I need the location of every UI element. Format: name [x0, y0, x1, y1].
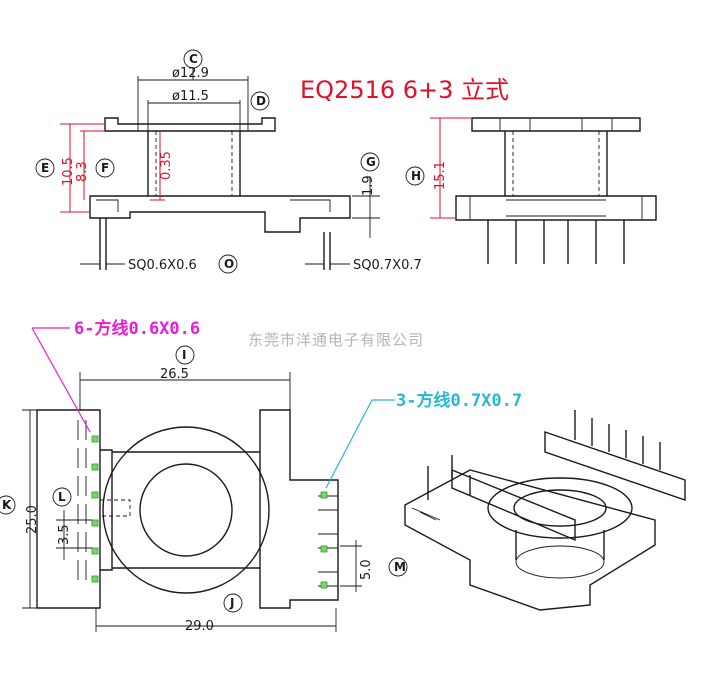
pin-right-value: SQ0.7X0.7 — [353, 258, 422, 273]
dim-g-value: 1.9 — [361, 175, 376, 196]
left-slots — [77, 420, 87, 580]
bubble-o-label: O — [224, 257, 234, 271]
iso-base — [404, 469, 656, 611]
dim-m-line — [340, 540, 362, 592]
dim-g-line — [352, 176, 380, 238]
front-view: ø12.9 ø11.5 C D 10.5 8.3 0.35 E F 1.9 G … — [35, 49, 422, 274]
bubble-f-label: F — [101, 161, 109, 175]
bubble-g — [360, 152, 380, 172]
side-pins — [487, 220, 625, 264]
bubble-m-label: M — [394, 560, 406, 574]
part-title: EQ2516 6+3 立式 — [300, 76, 509, 104]
dim-c-ext — [137, 76, 249, 131]
bubble-e — [35, 158, 55, 178]
isometric-view — [404, 410, 686, 611]
bubble-j — [223, 593, 243, 613]
dim-d-ext — [147, 100, 241, 131]
dim-l-value: 3.5 — [57, 524, 72, 545]
front-pin-left — [99, 218, 107, 270]
dim-i-value: 26.5 — [160, 367, 189, 382]
bubble-j-label: J — [229, 596, 234, 610]
front-pin-right — [323, 232, 331, 270]
bubble-c-label: C — [189, 52, 198, 66]
iso-pins-front — [427, 455, 471, 500]
iso-wall-back — [544, 431, 686, 501]
bubble-l-label: L — [58, 490, 66, 504]
pin-markers-6 — [91, 435, 99, 583]
dim-j-value: 29.0 — [185, 619, 214, 634]
dim-d-value: ø11.5 — [172, 89, 209, 104]
iso-wall-front — [451, 468, 576, 542]
side-top-flange — [471, 117, 641, 132]
front-core-hidden — [155, 131, 233, 196]
bottom-view: 26.5 I 29.0 J 25.0 K 3.5 L 5.0 M 6-方线0.6… — [0, 318, 522, 634]
bubble-f — [95, 158, 115, 178]
dim-j-line — [95, 608, 337, 632]
dim-h-value: 15.1 — [433, 161, 448, 190]
bubble-i — [175, 345, 195, 365]
leader-six-pin — [31, 327, 91, 433]
right-slots — [318, 495, 338, 587]
dim-l-line — [56, 510, 92, 560]
bubble-h-label: H — [411, 169, 421, 183]
pin-markers-3 — [320, 491, 328, 589]
bubble-d-label: D — [256, 94, 266, 108]
dim-i-line — [79, 372, 291, 410]
dim-h-red — [430, 117, 472, 219]
outer-bobbin-circle — [102, 426, 270, 594]
bubble-e-label: E — [41, 161, 49, 175]
bubble-i-label: I — [182, 348, 186, 362]
bubble-k — [0, 495, 16, 515]
front-base-details — [96, 199, 331, 212]
bubble-o — [218, 254, 238, 274]
note-three-pin: 3-方线0.7X0.7 — [396, 390, 522, 411]
dim-e-red — [60, 123, 105, 213]
iso-hole-ellipse — [513, 489, 607, 527]
side-view: 15.1 H — [405, 117, 657, 264]
leader-three-pin — [325, 399, 395, 489]
dim-k-value: 25.0 — [25, 505, 40, 534]
pin-left-value: SQ0.6X0.6 — [128, 258, 197, 273]
bubble-d — [250, 91, 270, 111]
bubble-m — [388, 557, 408, 577]
inner-bobbin-circle — [139, 463, 233, 557]
side-base — [455, 195, 657, 221]
note-six-pin: 6-方线0.6X0.6 — [74, 318, 200, 339]
dim-c-value: ø12.9 — [172, 66, 209, 81]
bottom-left-strip — [36, 409, 101, 609]
bubble-g-label: G — [366, 155, 376, 169]
bottom-right-strip — [259, 409, 339, 609]
bubble-h — [405, 166, 425, 186]
dim-inner-value: 0.35 — [159, 151, 174, 180]
dim-inner-red — [150, 131, 165, 201]
front-top-flange — [104, 117, 276, 132]
dim-f-value: 8.3 — [75, 161, 90, 182]
body-edges — [112, 451, 260, 569]
company-watermark: 东莞市洋通电子有限公司 — [248, 331, 424, 349]
dim-e-value: 10.5 — [61, 157, 76, 186]
dim-m-value: 5.0 — [359, 559, 374, 580]
side-core — [504, 131, 608, 196]
dim-f-red — [80, 130, 105, 200]
front-core-column — [147, 131, 241, 196]
iso-top-ellipse — [487, 477, 633, 539]
front-base-flange — [89, 195, 351, 233]
bubble-l — [52, 487, 72, 507]
bubble-k-label: K — [2, 498, 12, 512]
iso-pins-back — [574, 410, 661, 470]
dim-k-line — [22, 409, 37, 609]
